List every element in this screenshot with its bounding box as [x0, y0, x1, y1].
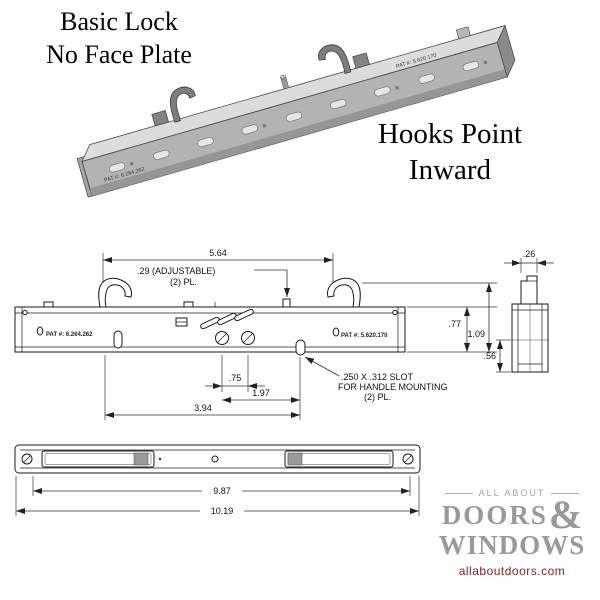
iso-hook-right: [318, 44, 352, 75]
iso-end-face: [496, 24, 516, 79]
bottom-hook-carrier-right: [287, 452, 303, 466]
iso-slots: [108, 60, 488, 173]
dimension-screw-spacing: .75: [205, 355, 265, 392]
callout-adjustable: .29 (ADJUSTABLE) (2) PL.: [137, 266, 290, 297]
logo-tagline: ALL ABOUT: [478, 488, 546, 498]
dimension-width-5-64: 5.64: [102, 248, 334, 283]
dim-body-height-label: .77: [448, 319, 461, 329]
dim-screw-spacing-label: .75: [229, 373, 242, 383]
front-view: PAT #: 6.264.262 PAT #: 5.620.170: [14, 277, 406, 356]
site-logo: ALL ABOUT DOORS & WINDOWS allaboutdoors.…: [428, 488, 596, 578]
logo-rule-left: [444, 492, 473, 494]
bottom-hook-carrier-left: [133, 452, 149, 466]
hooks-note: Hooks Point Inward: [322, 116, 578, 189]
dim-3-94-label: 3.94: [194, 403, 212, 413]
hooks-note-line-2: Inward: [408, 154, 492, 187]
logo-ampersand: &: [548, 492, 583, 537]
logo-tagline-row: ALL ABOUT: [428, 488, 596, 498]
side-view: .26 .56: [483, 249, 554, 373]
bottom-view: 9.87 10.19: [14, 444, 421, 516]
page-title: Basic Lock No Face Plate: [10, 6, 228, 71]
title-line-1: Basic Lock: [60, 7, 178, 36]
front-hook-right: [327, 277, 361, 308]
callout-handle-slot: .250 X .312 SLOT FOR HANDLE MOUNTING (2)…: [304, 356, 448, 402]
bottom-slot-left: [41, 450, 155, 468]
logo-doors-row: DOORS &: [428, 492, 596, 537]
slot-note-line-3: (2) PL.: [364, 392, 391, 402]
iso-end-tab: [455, 26, 471, 40]
dim-1-97-label: 1.97: [252, 388, 270, 398]
front-top-tab-left: [43, 301, 54, 308]
dim-bottom-inner-label: 9.87: [213, 486, 231, 496]
logo-rule-right: [551, 492, 580, 494]
adjustable-label-line-2: (2) PL.: [170, 277, 197, 287]
front-top-tab-center: [183, 301, 194, 308]
dim-side-width-label: .26: [523, 249, 536, 259]
dim-bottom-overall-label: 10.19: [211, 506, 234, 516]
logo-site-url: allaboutdoors.com: [458, 564, 566, 578]
front-diagonal-slot-2: [217, 312, 237, 326]
dimension-bottom-overall: 10.19: [15, 476, 420, 516]
side-hook-profile: [520, 275, 538, 307]
front-vertical-slot: [113, 330, 123, 349]
front-hook-left: [98, 277, 132, 308]
slot-note-line-2: FOR HANDLE MOUNTING: [338, 382, 448, 392]
dimension-heights: .77 1.09: [362, 282, 497, 353]
isometric-view: PAT #: 6.264.262 PAT #: 5.620.170: [76, 24, 516, 198]
hooks-note-line-1: Hooks Point: [377, 118, 523, 150]
dimension-1-97: 1.97: [222, 357, 301, 420]
bottom-center-hole: [211, 455, 219, 463]
front-body: [14, 306, 406, 353]
front-diagonal-slot-1: [200, 316, 220, 330]
dim-width-label: 5.64: [209, 248, 227, 258]
dimension-side-lower-height: .56: [483, 339, 511, 373]
iso-hook-left: [169, 86, 196, 123]
iso-bottom-strip: [89, 69, 508, 196]
iso-hook-housing-right: [352, 52, 370, 69]
front-patent-right: PAT #: 5.620.170: [341, 333, 388, 339]
adjustable-label-line-1: .29 (ADJUSTABLE): [137, 266, 215, 276]
logo-word-doors: DOORS: [441, 499, 548, 530]
front-diagonal-slot-3: [234, 308, 254, 322]
iso-hook-housing-left: [151, 110, 170, 127]
dimension-bottom-inner: 9.87: [32, 476, 411, 496]
dim-total-height-label: 1.09: [467, 329, 485, 339]
title-line-2: No Face Plate: [46, 39, 192, 69]
bottom-slot-right: [284, 450, 394, 468]
slot-note-line-1: .250 X .312 SLOT: [341, 372, 414, 382]
front-adjuster-pin: [282, 298, 291, 308]
front-patent-left: PAT #: 6.264.262: [46, 332, 93, 338]
dimension-side-width: .26: [504, 249, 554, 273]
front-handle-slot: [295, 339, 306, 356]
dimension-3-94: 3.94: [104, 355, 300, 420]
logo-word-windows: WINDOWS: [438, 530, 586, 560]
dim-side-lower-height-label: .56: [483, 351, 496, 361]
